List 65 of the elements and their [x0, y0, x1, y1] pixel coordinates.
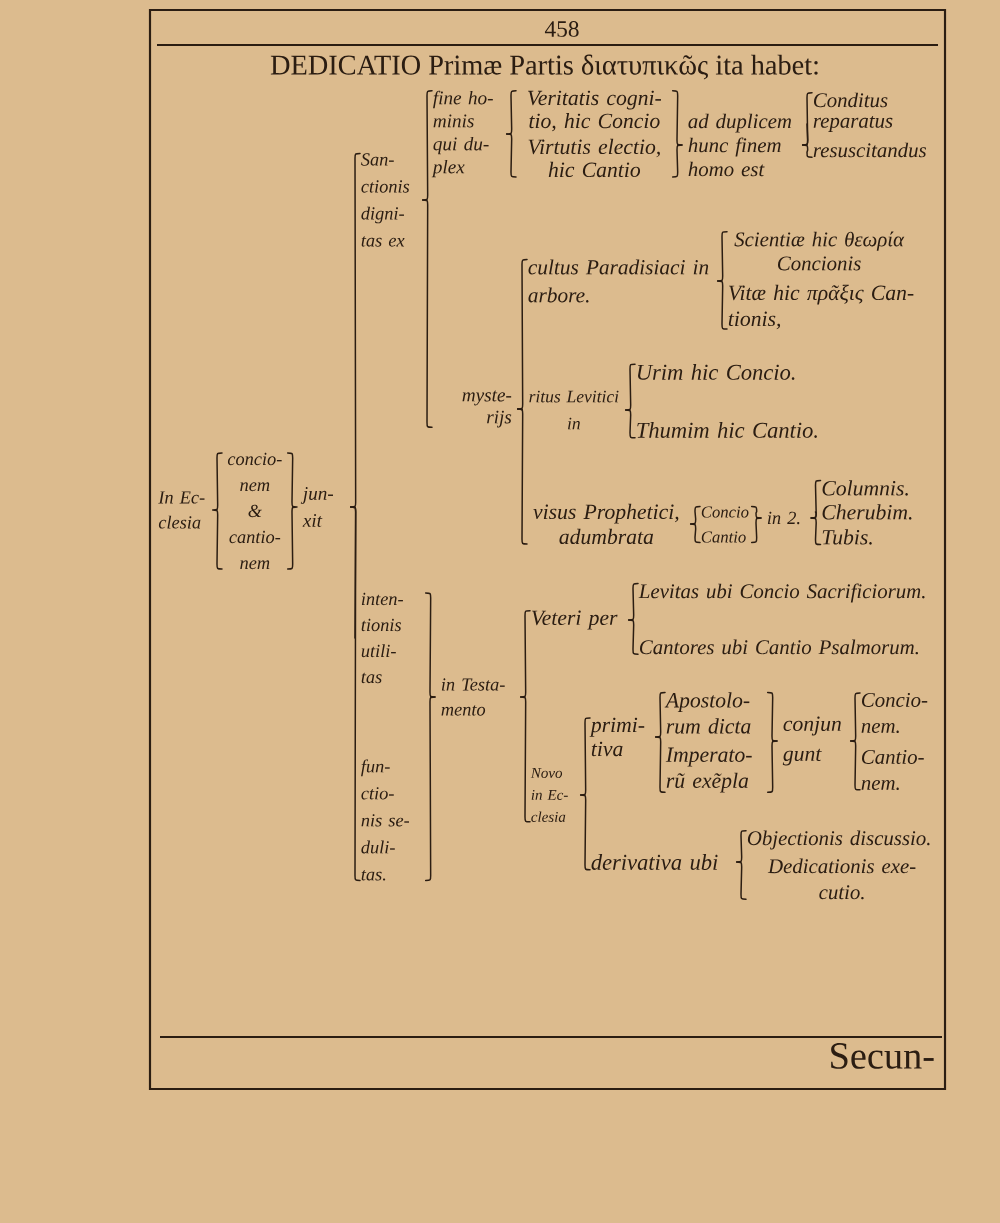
- brace: [349, 506, 361, 882]
- brace: [735, 861, 747, 900]
- outline-entry: Levitas ubi Concio Sacrificiorum.: [638, 583, 925, 603]
- outline-entry: Concio: [701, 506, 749, 518]
- outline-entry: resuscitandus: [813, 142, 927, 158]
- brace: [286, 452, 298, 570]
- brace: [519, 696, 531, 823]
- outline-entry: Urim hic Concio.: [637, 364, 795, 380]
- outline-entry: fun- ctio- nis se- duli- tas.: [361, 759, 410, 881]
- brace: [849, 740, 861, 791]
- brace: [421, 199, 433, 428]
- outline-entry: Conditus: [814, 92, 888, 108]
- brace: [505, 133, 517, 178]
- outline-entry: ritus Levitici in: [529, 390, 619, 430]
- brace: [716, 280, 728, 330]
- outline-entry: In Ec- clesia: [158, 491, 205, 529]
- outline-entry: conjun gunt: [782, 716, 841, 766]
- brace: [624, 409, 636, 439]
- outline-entry: Cherubim.: [822, 504, 912, 520]
- outline-entry: San- ctionis digni- tas ex: [361, 153, 410, 247]
- outline-entry: myste- rijs: [462, 390, 512, 428]
- outline-entry: Cantores ubi Cantio Psalmorum.: [640, 639, 918, 655]
- outline-entry: Veteri per: [531, 610, 618, 630]
- brace: [801, 144, 813, 158]
- outline-entry: Apostolo- rum dicta: [664, 692, 751, 734]
- brace: [689, 523, 701, 544]
- outline-entry: Veritatis cogni- tio, hic Concio: [528, 90, 661, 132]
- outline-entry: visus Prophetici, adumbrata: [533, 503, 679, 545]
- outline-entry: inten- tionis utili- tas: [361, 592, 403, 684]
- outline-entry: primi- tiva: [589, 717, 645, 757]
- outline-entry: derivativa ubi: [591, 854, 718, 870]
- outline-entry: Cantio- nem.: [861, 749, 924, 791]
- outline-entry: Objectionis discussio.: [747, 830, 930, 850]
- page-number: 458: [544, 21, 579, 37]
- outline-entry: Columnis.: [822, 480, 908, 496]
- outline-entry: Vitæ hic πρᾶξις Can- tionis,: [728, 284, 914, 330]
- brace: [810, 517, 822, 546]
- brace: [671, 144, 683, 178]
- brace: [750, 517, 762, 544]
- brace: [516, 408, 528, 545]
- outline-entry: Novo in Ec- clesia: [530, 768, 568, 822]
- page-heading: DEDICATIO Primæ Partis διατυπικῶς ita habet:: [270, 54, 818, 80]
- outline-entry: Thumim hic Cantio.: [637, 422, 817, 438]
- outline-entry: cultus Paradisiaci in arbore.: [528, 259, 709, 303]
- outline-entry: in 2.: [767, 511, 800, 525]
- brace: [627, 619, 639, 655]
- outline-entry: reparatus: [813, 115, 893, 133]
- outline-entry: Virtutis electio, hic Cantio: [528, 138, 660, 178]
- brace: [211, 452, 223, 570]
- outline-entry: jun- xit: [300, 487, 334, 527]
- brace: [766, 740, 778, 793]
- catchword: Secun-: [831, 1043, 934, 1069]
- outline-entry: Imperato- rũ exẽpla: [665, 747, 752, 793]
- outline-entry: Scientiæ hic θεωρία Concionis: [734, 231, 905, 271]
- outline-entry: ad duplicem hunc finem homo est: [688, 113, 792, 177]
- outline-entry: Concio- nem.: [861, 692, 928, 734]
- brace: [424, 696, 436, 882]
- brace: [654, 736, 666, 793]
- outline-entry: Cantio: [701, 531, 746, 543]
- outline-entry: concio- nem & cantio- nem: [227, 452, 282, 570]
- outline-entry: Tubis.: [822, 529, 872, 545]
- outline-entry: fine ho- minis qui du- plex: [431, 90, 493, 178]
- outline-entry: Dedicationis exe- cutio.: [767, 858, 916, 900]
- outline-entry: in Testa- mento: [441, 678, 505, 716]
- brace: [579, 794, 591, 871]
